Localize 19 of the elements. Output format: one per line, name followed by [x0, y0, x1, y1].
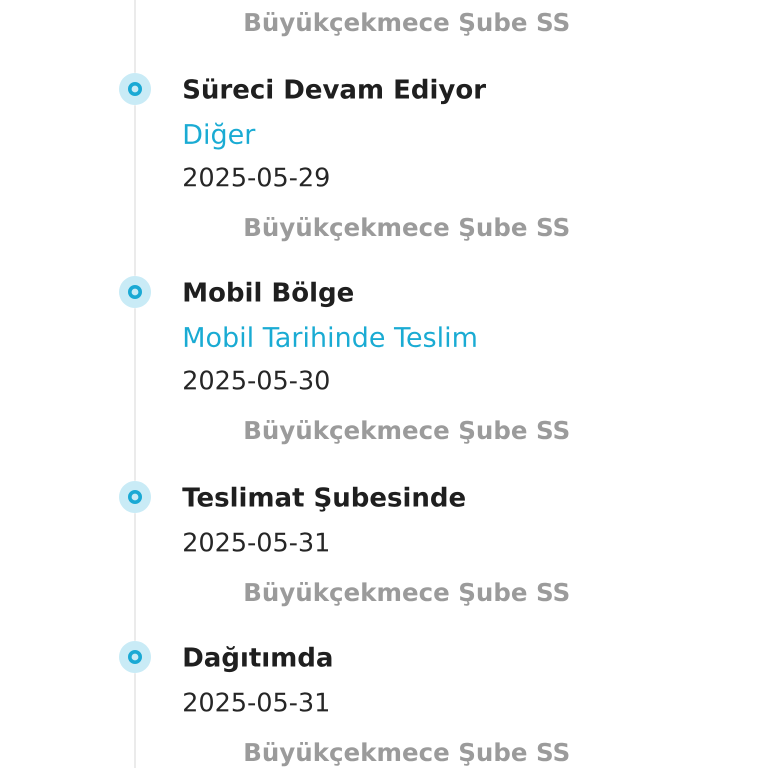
date-text: 2025-05-31 [184, 692, 328, 712]
status-title: Mobil Bölge [184, 281, 354, 308]
date-text: 2025-05-31 [184, 532, 328, 552]
timeline-dot [119, 481, 151, 513]
timeline-dot [119, 276, 151, 308]
timeline-dot [119, 641, 151, 673]
date-text: 2025-05-29 [184, 167, 329, 187]
status-title: Süreci Devam Ediyor [184, 78, 486, 104]
branch-name: Büyükçekmece Şube SS [245, 12, 568, 36]
status-title: Teslimat Şubesinde [182, 486, 465, 512]
branch-name: Büyükçekmece Şube SS [245, 216, 568, 242]
branch-name: Büyükçekmece Şube SS [245, 582, 568, 606]
branch-name: Büyükçekmece Şube SS [245, 420, 568, 444]
date-text: 2025-05-30 [184, 370, 329, 390]
branch-name: Büyükçekmece Şube SS [245, 742, 568, 766]
status-detail: Mobil Tarihinde Teslim [184, 326, 476, 348]
status-detail: Diğer [184, 122, 256, 150]
timeline-dot [119, 73, 151, 105]
status-title: Dağıtımda [184, 646, 332, 672]
